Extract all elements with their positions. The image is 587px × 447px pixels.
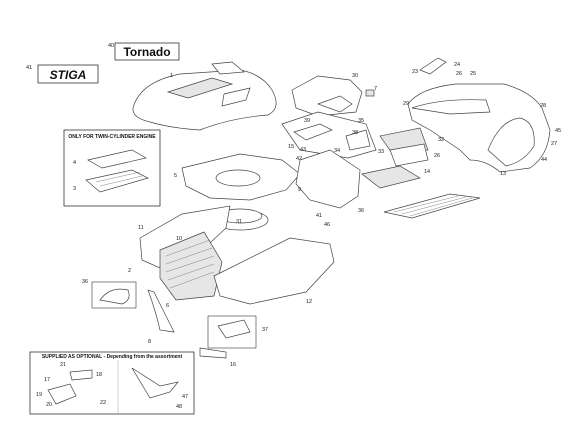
label-28: 28 [540,103,546,109]
part-30 [291,75,363,117]
twin-cylinder-inset: ONLY FOR TWIN-CYLINDER ENGINE 4 3 [63,129,161,207]
label-31: 31 [236,219,242,225]
rear-fender-part [407,83,551,173]
label-34: 34 [334,148,340,154]
label-40: 40 [108,43,114,49]
svg-text:48: 48 [176,404,182,410]
label-41-b: 41 [316,213,322,219]
label-2: 2 [128,268,131,274]
svg-text:19: 19 [36,392,42,398]
svg-text:22: 22 [100,400,106,406]
label-26: 26 [456,71,462,77]
label-9: 9 [298,187,301,193]
label-38: 38 [352,130,358,136]
part-7 [365,89,375,97]
label-11: 11 [138,225,144,231]
optional-parts-inset: SUPPLIED AS OPTIONAL - Depending from th… [29,351,195,415]
label-6: 6 [166,303,169,309]
label-36-b: 36 [82,279,88,285]
floor-mat-part [383,193,481,219]
steering-support-part [181,149,421,209]
svg-text:20: 20 [46,402,52,408]
hood-part [132,61,277,131]
label-39: 39 [304,118,310,124]
svg-text:STIGA: STIGA [50,68,87,82]
label-29: 29 [403,101,409,107]
label-43: 43 [300,147,306,153]
label-44: 44 [541,157,547,163]
label-24: 24 [454,62,460,68]
part-24 [419,57,447,75]
part-number-labels: 40 41 1 30 7 24 26 23 25 29 28 35 45 15 … [26,43,561,368]
model-badge: Tornado [114,42,180,61]
label-30: 30 [352,73,358,79]
part-16 [199,347,227,359]
label-36: 36 [358,208,364,214]
svg-text:17: 17 [44,377,50,383]
bumper-part [147,289,175,333]
label-33: 33 [378,149,384,155]
label-41: 41 [26,65,32,71]
label-12: 12 [306,299,312,305]
label-32: 32 [438,137,444,143]
label-5: 5 [174,173,177,179]
label-8: 8 [148,339,151,345]
label-23: 23 [412,69,418,75]
label-26-b: 26 [434,153,440,159]
svg-text:ONLY FOR TWIN-CYLINDER ENGINE: ONLY FOR TWIN-CYLINDER ENGINE [68,134,156,140]
svg-text:21: 21 [60,362,66,368]
svg-text:4: 4 [73,160,76,166]
label-46: 46 [324,222,330,228]
label-37: 37 [262,327,268,333]
side-panel-part [213,237,335,305]
label-14: 14 [424,169,430,175]
label-16: 16 [230,362,236,368]
front-grille-part [139,205,231,301]
brand-logo: STIGA [37,64,99,84]
svg-text:18: 18 [96,372,102,378]
part-37-inset [207,315,257,349]
label-45: 45 [555,128,561,134]
label-13: 13 [500,171,506,177]
label-1: 1 [170,73,173,79]
label-7: 7 [374,86,377,92]
svg-text:3: 3 [73,186,76,192]
svg-text:47: 47 [182,394,188,400]
dashboard-part [281,111,377,159]
svg-text:Tornado: Tornado [123,45,170,59]
headlight-part [91,281,137,309]
label-10: 10 [176,236,182,242]
label-15: 15 [288,144,294,150]
svg-text:SUPPLIED AS OPTIONAL - Dependi: SUPPLIED AS OPTIONAL - Depending from th… [42,354,183,360]
label-25: 25 [470,71,476,77]
label-27: 27 [551,141,557,147]
label-42: 42 [296,156,302,162]
label-35: 35 [358,118,364,124]
